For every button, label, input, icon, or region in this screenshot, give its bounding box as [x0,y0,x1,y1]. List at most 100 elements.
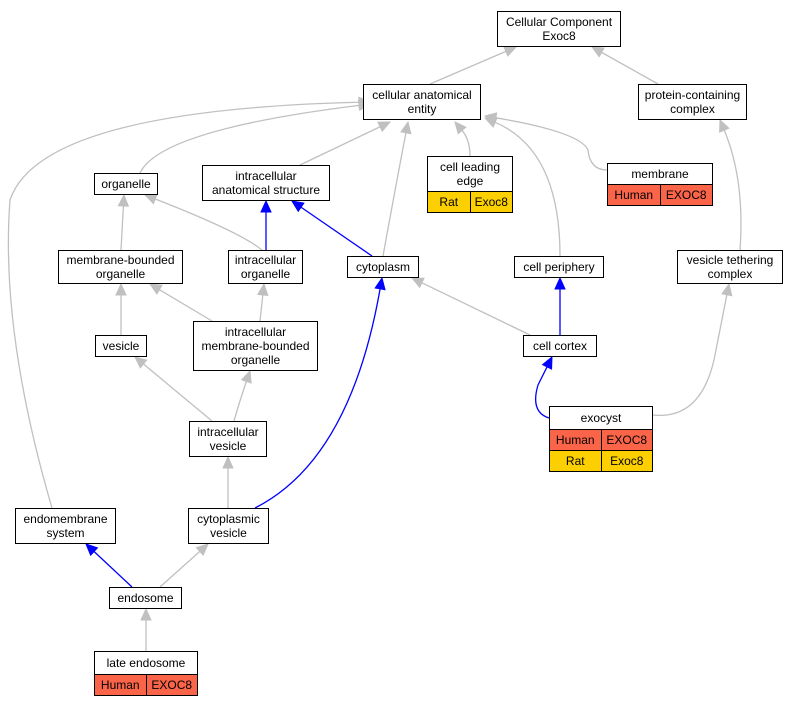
node-label-line: endomembrane [23,512,108,526]
edge-is_a-organelle-to-cae [139,104,360,174]
gene-cell: EXOC8 [600,430,652,450]
node-label-line: membrane-bounded [201,339,310,353]
edge-is_a-io-to-organelle [155,198,263,251]
edge-arrowhead [554,276,566,290]
node-label-line: vesicle [209,439,247,453]
node-label-line: late endosome [106,656,186,670]
edge-arrowhead [410,277,425,289]
edge-arrowhead [117,193,130,207]
node-label: endosome [110,588,181,608]
species-cell: Rat [428,192,470,212]
edge-is_a-vtc-to-pcc [723,129,742,251]
edge-is_a-ems-to-cae [7,101,360,509]
node-label-line: cell leading [439,160,501,174]
node-label: late endosome [95,652,197,674]
species-cell: Human [550,430,601,450]
edge-arrowhead [134,356,148,369]
edge-is_a-pcc-to-cc_root [601,51,659,85]
edge-arrowhead [503,46,518,57]
species-cell: Human [608,185,660,205]
edge-part_of-cv-to-cytoplasm [254,288,381,509]
edge-arrowhead [721,282,733,297]
node-label-line: organelle [230,353,281,367]
node-label-line: Cellular Component [505,15,613,29]
edge-is_a-cae-to-cc_root [429,50,507,85]
edge-arrowhead [541,355,553,370]
node-label-line: membrane-bounded [66,253,175,267]
node-label-line: organelle [95,267,146,281]
edge-part_of-exocyst-to-cortex [535,366,550,419]
node-label: organelle [95,174,157,194]
node-label-line: protein-containing [644,88,741,102]
node-label-line: intracellular [234,253,297,267]
edge-is_a-cortex-to-cytoplasm [421,282,531,336]
node-cortex: cell cortex [523,335,597,357]
edge-arrowhead [260,199,272,213]
node-cytoplasm: cytoplasm [347,256,419,278]
node-label-line: membrane [631,167,689,181]
species-cell: Rat [550,451,601,471]
edge-is_a-iv-to-imbo [233,381,248,422]
species-cell: Human [95,675,146,695]
edge-arrowhead [222,455,234,469]
edge-part_of-endosome-to-ems [93,551,133,588]
node-label: cell periphery [515,257,603,277]
node-label-line: vesicle tethering [686,253,774,267]
node-label-line: complex [707,267,753,281]
node-label-line: system [46,526,85,540]
node-label-line: cytoplasm [355,260,411,274]
node-label-line: cytoplasmic [197,512,260,526]
node-label: vesicle [96,336,146,356]
edge-arrowhead [148,283,163,295]
edge-part_of-cytoplasm-to-ias [300,206,373,257]
edge-is_a-cp-to-cae [494,121,561,257]
edge-arrowhead [115,282,127,296]
edge-arrowhead [143,193,158,205]
edge-arrowhead [719,118,730,133]
node-label-line: anatomical structure [211,183,321,197]
edge-arrowhead [483,112,498,124]
edge-is_a-cytoplasm-to-cae [382,132,407,257]
edge-arrowhead [400,120,412,135]
node-label-line: organelle [240,267,291,281]
node-label: cell cortex [524,336,596,356]
gene-cell: Exoc8 [600,451,652,471]
node-label-line: intracellular [197,425,259,439]
node-cp: cell periphery [514,256,604,278]
edge-arrowhead [195,543,209,556]
edge-arrowhead [291,200,305,213]
node-label-line: organelle [101,177,151,191]
edge-is_a-membrane-to-cae [495,117,608,171]
node-organelle: organelle [94,173,158,195]
edge-arrowhead [374,276,386,291]
edge-arrowhead [140,607,152,621]
gene-cell: Exoc8 [469,192,512,212]
node-label-line: vesicle [210,526,247,540]
edge-is_a-iv-to-vesicle [143,363,213,422]
